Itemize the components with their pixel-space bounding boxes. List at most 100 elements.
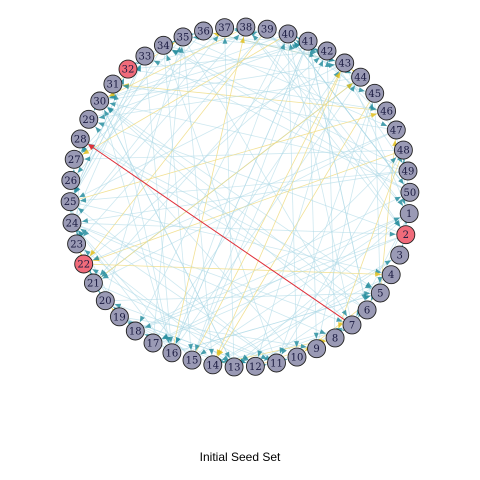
graph-edge (216, 71, 342, 357)
edge-arrowhead (252, 34, 259, 41)
graph-node-20: 20 (95, 291, 115, 311)
graph-node-43: 43 (335, 53, 355, 73)
graph-node-1: 1 (399, 204, 419, 224)
edge-arrowhead (83, 230, 90, 237)
edge-arrowhead (109, 102, 116, 107)
edge-arrowhead (195, 344, 200, 351)
edge-arrowhead (338, 322, 343, 329)
edge-arrowhead (188, 343, 193, 351)
graph-node-34: 34 (153, 35, 173, 55)
node-label: 40 (282, 29, 295, 40)
graph-edge (97, 43, 300, 117)
node-label: 5 (377, 289, 383, 300)
graph-edge (99, 47, 303, 277)
node-label: 18 (129, 327, 142, 338)
edge-arrowhead (233, 34, 240, 41)
edge-arrowhead (394, 196, 401, 202)
node-label: 13 (228, 362, 241, 373)
edge-arrowhead (398, 178, 404, 185)
node-circle (381, 265, 401, 285)
edge-arrowhead (95, 126, 102, 133)
node-circle (317, 41, 337, 61)
node-label: 37 (218, 23, 231, 34)
node-circle (351, 67, 371, 87)
node-label: 39 (261, 25, 274, 36)
node-label: 8 (332, 333, 338, 344)
node-circle (125, 321, 145, 341)
edge-arrowhead (364, 283, 372, 289)
graph-edge (83, 249, 228, 362)
graph-edge (217, 100, 371, 358)
graph-edge (318, 102, 374, 341)
graph-edge (78, 171, 400, 202)
edge-arrowhead (113, 93, 119, 101)
edge-arrowhead (397, 199, 404, 206)
graph-node-15: 15 (182, 350, 202, 370)
node-label: 41 (302, 37, 315, 48)
edge-arrowhead (222, 37, 228, 44)
graph-edge (97, 78, 352, 119)
node-label: 47 (390, 126, 403, 137)
graph-node-3: 3 (390, 245, 410, 265)
graph-edge (76, 37, 198, 174)
edge-arrowhead (144, 323, 152, 328)
node-label: 6 (364, 305, 370, 316)
node-circle (245, 356, 265, 376)
graph-edge (347, 71, 406, 206)
node-label: 34 (157, 41, 170, 52)
graph-node-25: 25 (60, 192, 80, 212)
edge-arrowhead (240, 36, 245, 44)
edge-arrowhead (336, 317, 343, 322)
edge-arrowhead (370, 113, 377, 118)
graph-edge (121, 85, 388, 129)
graph-edge (171, 49, 401, 168)
edge-arrowhead (325, 61, 330, 67)
edge-arrowhead (241, 354, 248, 361)
edge-arrowhead (313, 57, 320, 64)
graph-node-24: 24 (62, 213, 82, 233)
graph-edge (76, 206, 270, 358)
graph-edge (166, 53, 274, 355)
graph-edge (108, 102, 400, 170)
node-label: 4 (388, 270, 394, 281)
edge-arrowhead (200, 349, 207, 355)
graph-edge (157, 70, 340, 336)
graph-node-29: 29 (79, 109, 99, 129)
node-circle (143, 333, 163, 353)
edge-arrowhead (216, 349, 222, 356)
graph-edge (80, 222, 397, 235)
graph-edge (136, 70, 378, 110)
graph-node-49: 49 (398, 161, 418, 181)
node-label: 21 (87, 279, 100, 290)
graph-node-2: 2 (396, 225, 416, 245)
graph-node-27: 27 (64, 149, 84, 169)
graph-edge (90, 56, 321, 259)
graph-edge (77, 66, 337, 199)
node-circle (70, 129, 90, 149)
node-label: 32 (122, 65, 135, 76)
graph-node-46: 46 (377, 101, 397, 121)
node-label: 19 (113, 312, 126, 323)
graph-edge (100, 82, 354, 278)
graph-edge (326, 59, 336, 329)
node-circle (298, 31, 318, 51)
node-circle (62, 213, 82, 233)
graph-edge (91, 133, 389, 261)
edge-arrowhead (98, 114, 105, 120)
graph-node-7: 7 (342, 315, 362, 335)
graph-node-23: 23 (67, 234, 87, 254)
node-circle (135, 46, 155, 66)
node-circle (287, 347, 307, 367)
edge-arrowhead (384, 260, 392, 266)
edge-arrowhead (208, 348, 214, 355)
node-circle (342, 315, 362, 335)
edge-arrowhead (280, 43, 285, 50)
node-label: 45 (368, 89, 381, 100)
node-label: 43 (338, 59, 351, 70)
nodes-layer: 1234567891011121314151617181920212223242… (60, 17, 420, 377)
edge-arrowhead (319, 329, 326, 334)
edge-arrowhead (100, 269, 106, 276)
graph-node-45: 45 (365, 83, 385, 103)
node-circle (377, 101, 397, 121)
graph-edge (287, 42, 298, 349)
